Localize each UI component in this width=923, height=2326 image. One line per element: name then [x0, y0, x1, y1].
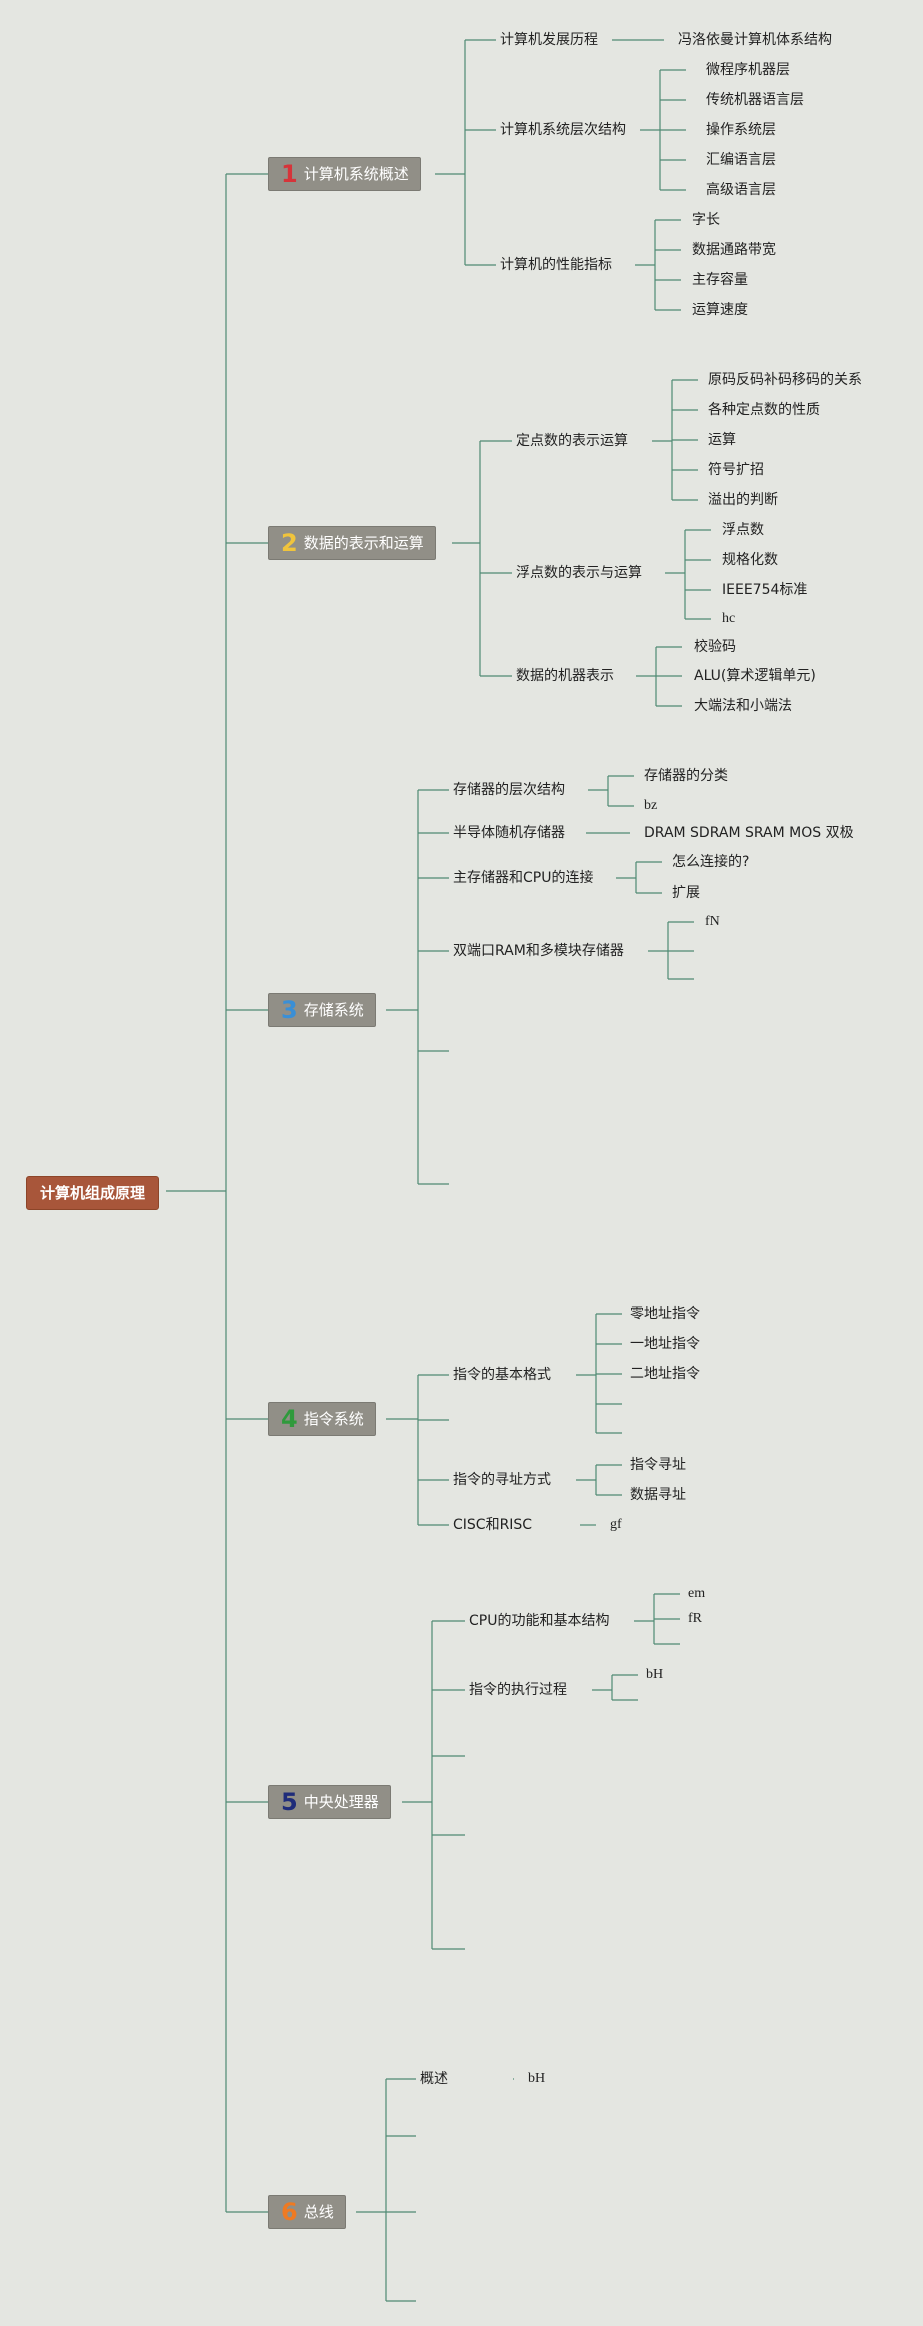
- leaf-node[interactable]: 运算: [708, 432, 736, 448]
- chapter-label: 存储系统: [303, 1001, 364, 1019]
- chapter-6-node[interactable]: 6 总线: [268, 2195, 346, 2229]
- leaf-node[interactable]: hc: [722, 611, 736, 626]
- leaf-node[interactable]: 存储器的分类: [644, 768, 728, 784]
- leaf-node[interactable]: 传统机器语言层: [706, 92, 804, 108]
- leaf-node[interactable]: 溢出的判断: [708, 492, 778, 508]
- leaf-node[interactable]: 原码反码补码移码的关系: [708, 372, 862, 388]
- topic-node[interactable]: 计算机系统层次结构: [500, 122, 626, 138]
- topic-node[interactable]: 概述: [420, 2071, 448, 2087]
- leaf-node[interactable]: bH: [646, 1667, 664, 1682]
- leaf-node[interactable]: 微程序机器层: [706, 62, 790, 78]
- topic-node[interactable]: CPU的功能和基本结构: [469, 1613, 610, 1629]
- topic-node[interactable]: 半导体随机存储器: [453, 825, 565, 841]
- topic-node[interactable]: 计算机的性能指标: [500, 257, 612, 273]
- leaf-node[interactable]: IEEE754标准: [722, 582, 808, 598]
- chapter-number-badge: 6: [281, 2198, 298, 2226]
- chapter-label: 中央处理器: [303, 1793, 379, 1811]
- leaf-node[interactable]: 高级语言层: [706, 182, 776, 198]
- topic-node[interactable]: 数据的机器表示: [516, 668, 614, 684]
- leaf-node[interactable]: 规格化数: [722, 552, 778, 568]
- leaf-node[interactable]: 操作系统层: [706, 122, 776, 138]
- chapter-5-node[interactable]: 5 中央处理器: [268, 1785, 391, 1819]
- chapter-3-node[interactable]: 3 存储系统: [268, 993, 376, 1027]
- topic-node[interactable]: 定点数的表示运算: [516, 433, 628, 449]
- chapter-label: 指令系统: [303, 1410, 364, 1428]
- chapter-number-badge: 1: [281, 160, 298, 188]
- chapter-label: 总线: [303, 2203, 334, 2221]
- chapter-number-badge: 3: [281, 996, 298, 1024]
- chapter-label: 数据的表示和运算: [303, 534, 424, 552]
- leaf-node[interactable]: 校验码: [694, 639, 736, 655]
- leaf-node[interactable]: bz: [644, 798, 658, 813]
- topic-node[interactable]: 双端口RAM和多模块存储器: [453, 943, 624, 959]
- chapter-2-node[interactable]: 2 数据的表示和运算: [268, 526, 436, 560]
- leaf-node[interactable]: DRAM SDRAM SRAM MOS 双极: [644, 825, 854, 841]
- chapter-number-badge: 4: [281, 1405, 298, 1433]
- leaf-node[interactable]: 怎么连接的?: [672, 854, 750, 870]
- chapter-4-node[interactable]: 4 指令系统: [268, 1402, 376, 1436]
- topic-node[interactable]: CISC和RISC: [453, 1517, 533, 1533]
- topic-node[interactable]: 主存储器和CPU的连接: [453, 870, 594, 886]
- topic-node[interactable]: 浮点数的表示与运算: [516, 565, 642, 581]
- leaf-node[interactable]: 各种定点数的性质: [708, 402, 820, 418]
- topic-node[interactable]: 指令的基本格式: [453, 1367, 551, 1383]
- leaf-node[interactable]: 指令寻址: [630, 1457, 686, 1473]
- topic-node[interactable]: 计算机发展历程: [500, 32, 598, 48]
- leaf-node[interactable]: 扩展: [672, 885, 700, 901]
- leaf-node[interactable]: 大端法和小端法: [694, 698, 792, 714]
- leaf-node[interactable]: 数据通路带宽: [692, 242, 776, 258]
- leaf-node[interactable]: 二地址指令: [630, 1366, 700, 1382]
- leaf-node[interactable]: bH: [528, 2071, 546, 2086]
- leaf-node[interactable]: 零地址指令: [630, 1306, 700, 1322]
- leaf-node[interactable]: 浮点数: [722, 522, 764, 538]
- leaf-node[interactable]: 字长: [692, 212, 720, 228]
- leaf-node[interactable]: ALU(算术逻辑单元): [694, 668, 816, 684]
- leaf-node[interactable]: gf: [610, 1517, 622, 1532]
- leaf-node[interactable]: 符号扩招: [708, 462, 764, 478]
- chapter-number-badge: 2: [281, 529, 298, 557]
- topic-node[interactable]: 指令的执行过程: [469, 1682, 567, 1698]
- topic-node[interactable]: 存储器的层次结构: [453, 782, 565, 798]
- leaf-node[interactable]: fR: [688, 1611, 702, 1626]
- leaf-node[interactable]: 冯洛依曼计算机体系结构: [678, 32, 832, 48]
- leaf-node[interactable]: 数据寻址: [630, 1487, 686, 1503]
- leaf-node[interactable]: 主存容量: [692, 272, 748, 288]
- leaf-node[interactable]: 汇编语言层: [706, 152, 776, 168]
- leaf-node[interactable]: 运算速度: [692, 302, 748, 318]
- chapter-1-node[interactable]: 1 计算机系统概述: [268, 157, 421, 191]
- chapter-number-badge: 5: [281, 1788, 298, 1816]
- topic-node[interactable]: 指令的寻址方式: [453, 1472, 551, 1488]
- leaf-node[interactable]: fN: [705, 914, 720, 929]
- root-node[interactable]: 计算机组成原理: [26, 1176, 160, 1210]
- chapter-label: 计算机系统概述: [303, 165, 409, 183]
- leaf-node[interactable]: 一地址指令: [630, 1336, 700, 1352]
- leaf-node[interactable]: em: [688, 1586, 706, 1601]
